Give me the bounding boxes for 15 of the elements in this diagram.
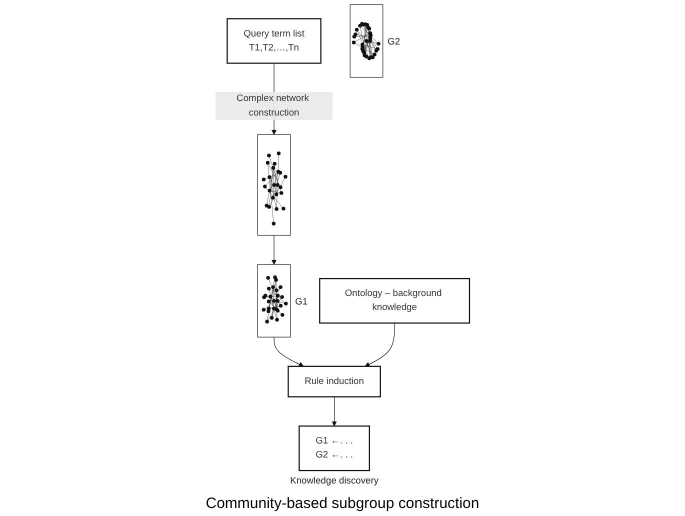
caption-text: Community-based subgroup construction xyxy=(206,495,480,512)
arrow xyxy=(332,396,337,426)
arrow xyxy=(364,322,395,367)
node-picture xyxy=(257,134,291,236)
node-caption: G2 xyxy=(388,36,400,46)
node-box: Query term list T1,T2,…,Tn xyxy=(226,18,322,64)
node-box: G1 ←. . . G2 ←. . . xyxy=(298,425,370,472)
node-picture xyxy=(257,264,291,338)
edge-label: Complex network construction xyxy=(236,94,309,118)
node-box: Ontology – background knowledge xyxy=(319,278,470,324)
node-caption: Knowledge discovery xyxy=(290,475,379,486)
arrow xyxy=(274,336,304,367)
node-box: Rule induction xyxy=(288,366,381,398)
node-caption: G1 xyxy=(295,296,308,306)
arrow xyxy=(271,234,277,265)
